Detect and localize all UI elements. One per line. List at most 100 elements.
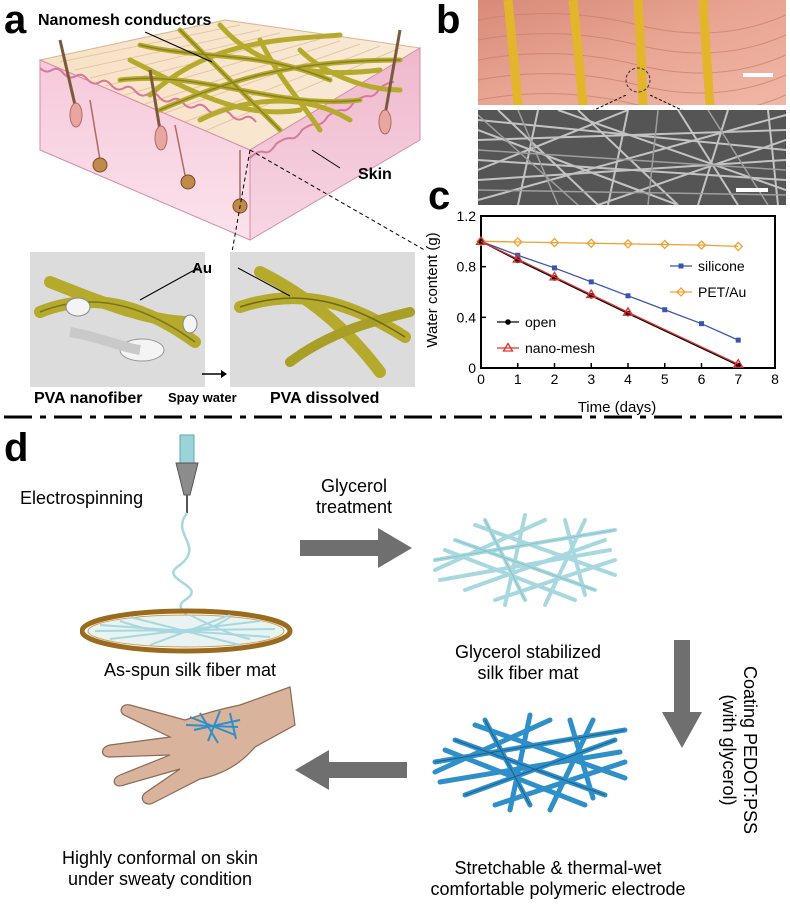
x-tick-label: 1 [514, 371, 522, 387]
coating-pedot-line2: (with glycerol) [719, 694, 739, 806]
gold-electrode-lines [503, 0, 715, 105]
x-tick-label: 0 [477, 371, 485, 387]
series-line [480, 240, 739, 341]
data-point [588, 279, 594, 285]
pva-nanofiber-label: PVA nanofiber [34, 390, 143, 407]
hand-with-electrode [101, 686, 296, 805]
skin-label: Skin [358, 166, 392, 183]
y-tick-label: 0.8 [457, 259, 477, 275]
glycerol-treatment-line2: treatment [315, 497, 393, 517]
series-line [480, 240, 739, 365]
section-divider [4, 415, 786, 419]
data-point [662, 307, 668, 313]
arrow-left-icon [295, 750, 407, 790]
glycerol-treatment-line1: Glycerol [320, 476, 387, 496]
data-point [552, 265, 557, 271]
hand-electrode-patch [185, 710, 241, 744]
data-point [586, 238, 597, 249]
data-point [548, 271, 561, 281]
pva-inset-before [30, 252, 205, 387]
data-point [512, 237, 523, 247]
data-point [475, 235, 487, 245]
x-tick-label: 2 [551, 371, 559, 387]
glycerol-stabilized-line1: Glycerol stabilized [454, 642, 602, 662]
series-pet-au [476, 236, 744, 252]
x-tick-label: 6 [698, 371, 706, 387]
series-line [480, 240, 739, 248]
data-point [732, 358, 744, 368]
x-tick-label: 5 [661, 371, 669, 387]
legend-item: nano-mesh [497, 340, 595, 356]
legend-label: PET/Au [698, 284, 746, 300]
spray-arrow-icon [202, 370, 227, 378]
arrow-right-icon [300, 528, 412, 568]
series-line [480, 240, 739, 367]
data-point [625, 293, 631, 299]
glycerol-stabilized-label: Glycerol stabilized silk fiber mat [418, 642, 638, 684]
x-axis-label: Time (days) [578, 399, 657, 416]
x-tick-label: 8 [771, 371, 779, 387]
as-spun-label: As-spun silk fiber mat [103, 660, 277, 680]
au-label: Au [192, 260, 212, 277]
hair-follicles [58, 29, 402, 214]
legend-label: silicone [698, 258, 745, 274]
skin-side-face [249, 47, 421, 241]
data-point [696, 240, 707, 251]
data-point [678, 263, 684, 269]
pva-inset-after [230, 252, 415, 387]
arrow-down-icon [662, 640, 702, 748]
y-tick-label: 0.4 [457, 309, 477, 325]
x-tick-label: 4 [624, 371, 632, 387]
conformal-line2: under sweaty condition [67, 869, 253, 889]
pedot-coated-mat [432, 712, 628, 813]
data-point [733, 241, 744, 252]
spinneret-nozzle-icon [175, 462, 199, 496]
series-nano-mesh [475, 235, 744, 368]
glycerol-stabilized-line2: silk fiber mat [477, 663, 579, 683]
x-tick-label: 3 [587, 371, 595, 387]
electrospinning-setup [80, 434, 293, 654]
nanomesh-conductors-label: Nanomesh conductors [38, 12, 212, 29]
data-point [622, 306, 634, 316]
legend-item: silicone [670, 258, 745, 274]
data-point [676, 287, 686, 297]
skin-nanomesh-illustration [38, 19, 426, 250]
data-point [735, 337, 741, 343]
y-axis-label: Water content (g) [424, 232, 441, 347]
glycerol-treatment-label: Glycerol treatment [298, 476, 410, 518]
y-tick-label: 1.2 [457, 208, 477, 224]
data-point [549, 237, 560, 248]
data-point [623, 238, 633, 249]
panel-label-b: b [436, 0, 461, 42]
x-tick-label: 7 [734, 371, 742, 387]
electrospinning-label: Electrospinning [20, 488, 144, 508]
panel-label-a: a [4, 0, 27, 42]
spray-water-label: Spay water [168, 390, 237, 405]
data-point [699, 321, 704, 327]
pva-dissolved-label: PVA dissolved [270, 390, 380, 407]
stretchable-label: Stretchable & thermal-wet comfortable po… [388, 858, 728, 900]
data-point [505, 319, 511, 325]
collector-ring [80, 608, 293, 654]
legend-item: PET/Au [670, 284, 746, 300]
coating-pedot-label: Coating PEDOT:PSS (with glycerol) [718, 600, 760, 900]
sem-nanomesh-image [478, 110, 786, 205]
panel-label-c: c [428, 174, 451, 218]
panel-label-d: d [4, 426, 29, 470]
conformal-label: Highly conformal on skin under sweaty co… [20, 848, 300, 890]
legend-label: open [525, 314, 556, 330]
data-point [585, 288, 597, 299]
data-point [512, 253, 524, 263]
legend-item: open [497, 314, 556, 330]
data-point [659, 239, 670, 250]
skin-photo [478, 0, 786, 105]
hand-shape [101, 686, 296, 805]
stretchable-line1: Stretchable & thermal-wet [454, 858, 662, 878]
conformal-line1: Highly conformal on skin [61, 848, 259, 868]
data-point [476, 236, 486, 247]
stretchable-line2: comfortable polymeric electrode [430, 879, 686, 899]
coating-pedot-line1: Coating PEDOT:PSS [740, 665, 760, 835]
glycerol-stabilized-mat [433, 513, 617, 607]
legend-label: nano-mesh [525, 340, 595, 356]
